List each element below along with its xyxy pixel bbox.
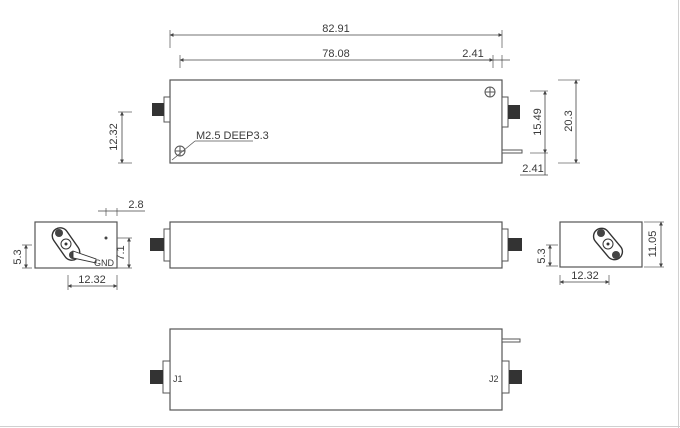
dim-label: 15.49: [532, 108, 544, 136]
dim-width: 12.32: [67, 274, 118, 290]
dim-overall-length: 82.91: [169, 23, 503, 48]
pin-icon: [501, 338, 521, 343]
sma-connector-right: [501, 96, 520, 128]
dim-pin-offset: 2.41: [520, 153, 548, 176]
frame-right-border: [678, 0, 679, 428]
dim-label: 78.08: [322, 48, 350, 60]
mounting-hole-icon: [484, 86, 496, 98]
dim-label: 82.91: [322, 23, 350, 35]
sma-connector-left: [150, 228, 171, 262]
dim-hole-height: 12.32: [108, 111, 132, 164]
right-end-view: 5.3 11.05 12.32: [536, 221, 664, 285]
dim-left-height: 5.3: [536, 244, 558, 267]
side-view: [150, 221, 522, 269]
dim-label: 2.8: [128, 199, 143, 211]
bottom-view: J1 J2: [150, 328, 522, 411]
dim-overall-height: 20.3: [558, 79, 580, 164]
sma-connector-j2: [501, 360, 522, 394]
dim-height: 11.05: [644, 221, 664, 268]
frame-bottom-border: [0, 426, 680, 427]
dim-right-height: 7.1: [115, 237, 132, 269]
flange-connector-icon: [592, 227, 624, 261]
sma-connector-right: [501, 228, 522, 262]
dim-width: 12.32: [559, 270, 610, 285]
sma-connector-j1: [150, 360, 171, 394]
dim-label: 2.41: [462, 48, 483, 60]
pin-icon: [501, 149, 523, 154]
hole-callout: M2.5 DEEP3.3: [196, 130, 269, 142]
top-view-body: [169, 79, 503, 164]
dim-label: 12.32: [571, 270, 599, 282]
dim-label: 5.3: [536, 248, 548, 263]
left-end-view: GND 2.8 5.3 7.1 12.32: [12, 199, 145, 290]
dim-label: 12.32: [78, 274, 106, 286]
port-label-j2: J2: [489, 374, 499, 384]
top-view: 82.91 78.08 2.41 M2.5 DEEP3.3: [108, 23, 580, 176]
dim-label: 5.3: [12, 249, 24, 264]
dim-label: 20.3: [563, 110, 575, 131]
side-view-body: [169, 221, 503, 269]
dim-left-height: 5.3: [12, 244, 32, 269]
gnd-tab-icon: [72, 250, 97, 264]
port-label-j1: J1: [173, 374, 183, 384]
gnd-label: GND: [94, 258, 115, 268]
sma-connector-left: [152, 96, 171, 123]
bottom-view-body: [169, 328, 503, 411]
dim-label: 7.1: [115, 245, 127, 260]
dim-connector-height: 15.49: [530, 90, 548, 154]
dim-label: 11.05: [647, 231, 659, 258]
dim-top-offset: 2.8: [98, 199, 145, 216]
dim-label: 2.41: [522, 163, 543, 175]
mounting-hole-icon: M2.5 DEEP3.3: [171, 130, 269, 161]
dot-icon: [104, 236, 108, 240]
dim-body-length: 78.08 2.41: [179, 48, 510, 68]
dim-label: 12.32: [108, 123, 120, 151]
